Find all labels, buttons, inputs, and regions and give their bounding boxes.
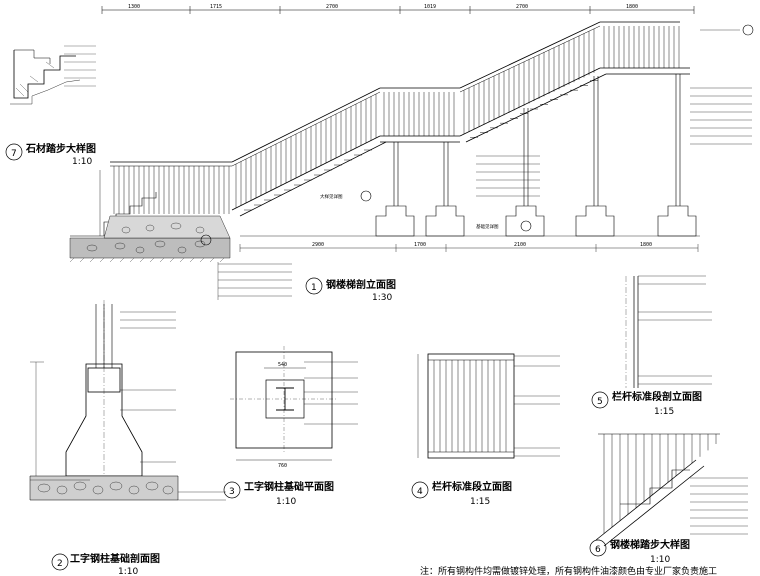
- bottom-dim-2: 1700: [414, 242, 426, 248]
- detail-6-number: 6: [595, 545, 601, 555]
- detail-3-foundation-plan: 540 760 3 工字钢柱基础平面图 1:10: [223, 346, 358, 507]
- detail-1-stair-elevation: 1300 1715 2700 1019 2700 1800: [69, 4, 754, 303]
- bottom-note: 注：所有钢构件均需做镀锌处理，所有钢构件油漆颜色由专业厂家负责施工: [420, 565, 717, 576]
- detail-4-title: 栏杆标准段立面图: [432, 480, 512, 493]
- detail-4-railing-elevation: 4 栏杆标准段立面图 1:15: [411, 353, 560, 507]
- detail-1-scale: 1:30: [372, 293, 392, 303]
- detail-5-railing-section: 5 栏杆标准段剖立面图 1:15: [591, 275, 712, 417]
- detail-3-scale: 1:10: [276, 497, 296, 507]
- top-dim-3: 2700: [326, 4, 338, 10]
- top-dim-1: 1300: [128, 4, 140, 10]
- callout-detail: 大样见详图: [320, 193, 343, 200]
- bottom-dim-4: 1800: [640, 242, 652, 248]
- detail-6-steel-step: 6 钢楼梯踏步大样图 1:10: [589, 433, 748, 565]
- detail-2-scale: 1:10: [118, 567, 138, 576]
- plan-dim-inner: 540: [278, 362, 287, 368]
- top-dim-2: 1715: [210, 4, 222, 10]
- detail-7-title: 石材踏步大样图: [25, 142, 96, 155]
- detail-5-title: 栏杆标准段剖立面图: [612, 390, 702, 403]
- detail-5-number: 5: [597, 397, 603, 407]
- top-dim-5: 2700: [516, 4, 528, 10]
- bottom-dim-1: 2900: [312, 242, 324, 248]
- detail-7-number: 7: [11, 149, 17, 159]
- detail-3-title: 工字钢柱基础平面图: [244, 480, 334, 493]
- detail-2-number: 2: [57, 559, 63, 569]
- detail-1-number: 1: [311, 283, 317, 293]
- detail-2-title: 工字钢柱基础剖面图: [70, 552, 160, 565]
- plan-dim-outer: 760: [278, 463, 287, 469]
- detail-3-number: 3: [229, 487, 235, 497]
- detail-2-foundation-section: 2 工字钢柱基础剖面图 1:10: [29, 300, 226, 576]
- top-dim-6: 1800: [626, 4, 638, 10]
- top-dim-4: 1019: [424, 4, 436, 10]
- detail-6-scale: 1:10: [650, 555, 670, 565]
- detail-6-title: 钢楼梯踏步大样图: [610, 538, 690, 551]
- detail-4-number: 4: [417, 487, 423, 497]
- detail-1-title: 钢楼梯剖立面图: [326, 278, 396, 291]
- detail-7-scale: 1:10: [72, 157, 92, 167]
- callout-foundation: 基础见详图: [476, 223, 499, 230]
- detail-7-stone-step: 7 石材踏步大样图 1:10: [5, 45, 96, 167]
- detail-5-scale: 1:15: [654, 407, 674, 417]
- detail-4-scale: 1:15: [470, 497, 490, 507]
- bottom-dim-3: 2100: [514, 242, 526, 248]
